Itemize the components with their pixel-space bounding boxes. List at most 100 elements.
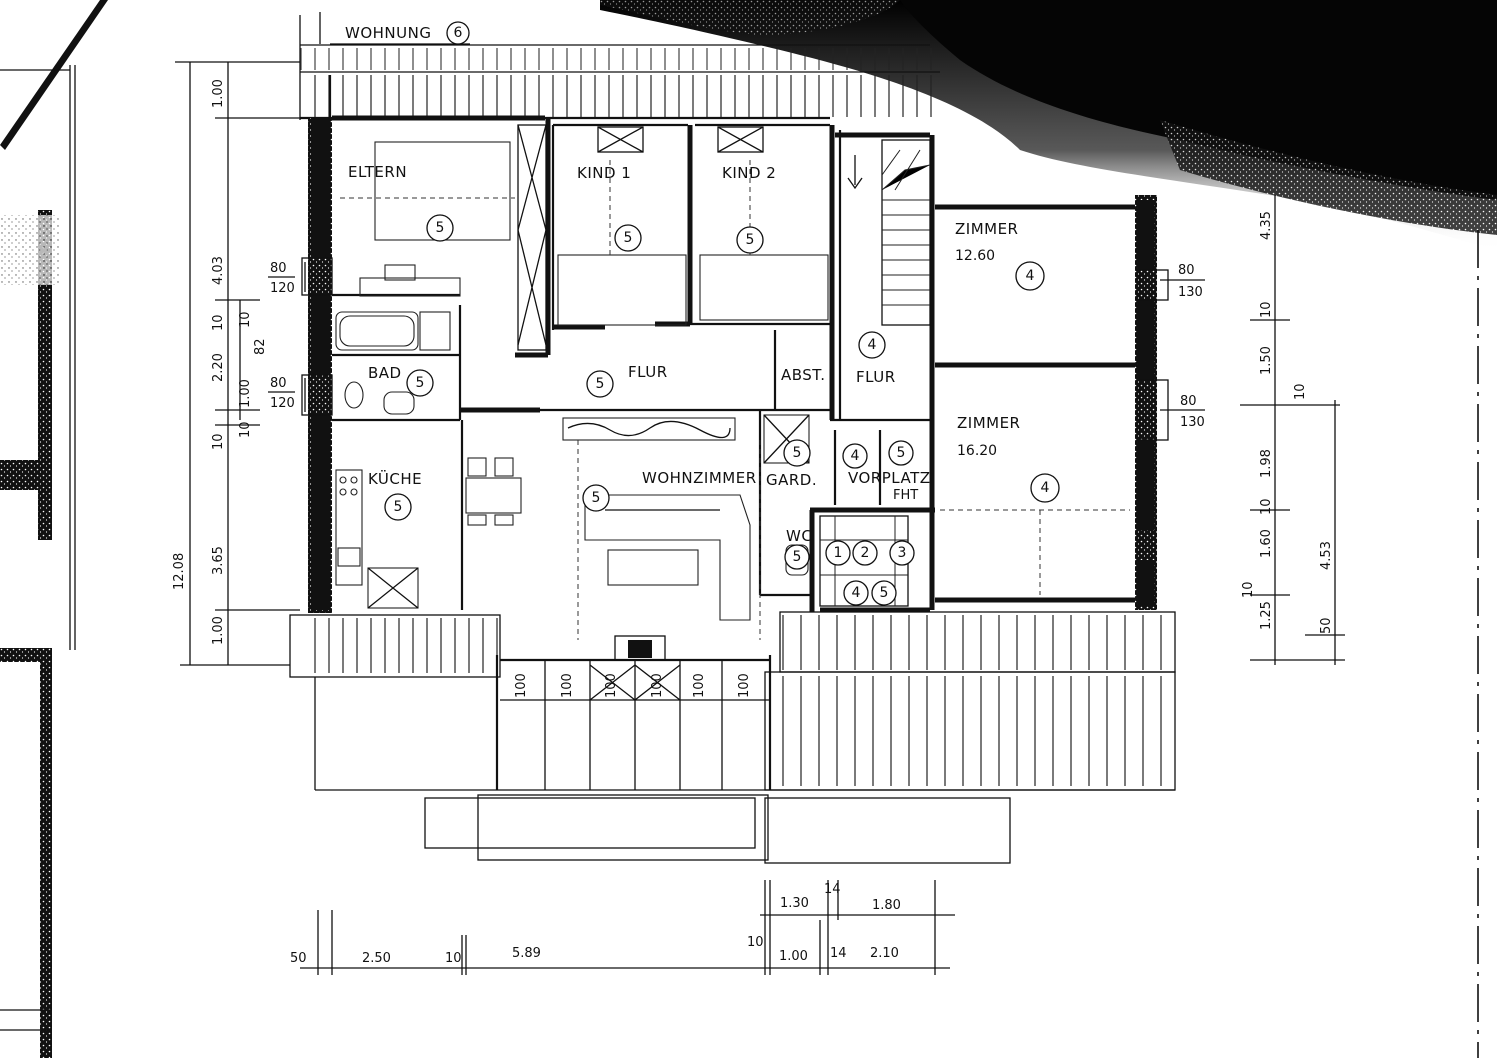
right-dim-8: 10 xyxy=(1241,581,1256,598)
left-dim-inner-1: 10 xyxy=(238,311,253,328)
room-zimmer2-area: 16.20 xyxy=(957,443,997,459)
room-wc-label: WC xyxy=(786,527,812,545)
room-wohnzimmer-badge: 5 xyxy=(592,490,601,506)
stair-badge-2: 2 xyxy=(861,545,870,561)
upper-stair xyxy=(847,139,931,326)
room-zimmer1-label: ZIMMER xyxy=(955,220,1018,238)
bottom-dim-5: 1.30 xyxy=(780,896,809,911)
room-flur-badge: 5 xyxy=(596,376,605,392)
left-dim-inner-3: 10 xyxy=(238,421,253,438)
right-window1-b: 130 xyxy=(1178,285,1203,300)
bottom-terrace: 100 100 100 100 100 100 xyxy=(289,611,1176,864)
room-zimmer2-label: ZIMMER xyxy=(957,414,1020,432)
right-dimensions: 4.35 10 1.50 10 1.98 10 1.60 10 1.25 4.5… xyxy=(1160,195,1345,665)
top-balcony xyxy=(299,15,940,120)
room-kueche-label: KÜCHE xyxy=(368,469,422,488)
bottom-dim-6: 14 xyxy=(824,882,841,897)
bottom-dim-1: 50 xyxy=(290,951,307,966)
left-dim-6: 10 xyxy=(211,433,226,450)
glazing-dim-1: 100 xyxy=(514,673,529,698)
room-zimmer1-area: 12.60 xyxy=(955,248,995,264)
bottom-dim-8: 10 xyxy=(747,935,764,950)
walls xyxy=(308,115,1157,613)
unit-number: 6 xyxy=(454,25,463,41)
glazing-dim-5: 100 xyxy=(692,673,707,698)
left-dim-inner-2: 82 xyxy=(253,338,268,355)
bottom-dim-2: 2.50 xyxy=(362,951,391,966)
left-dimensions: 12.08 1.00 4.03 2.20 10 1.00 10 3.65 1.0… xyxy=(172,61,300,666)
room-vorplatz-badge2: 4 xyxy=(851,448,860,464)
right-dim-3: 1.50 xyxy=(1259,346,1274,375)
left-dim-2: 4.03 xyxy=(211,256,226,285)
stair-badge-4: 4 xyxy=(852,585,861,601)
room-labels: ELTERN 5 KIND 1 5 KIND 2 5 BAD 5 FLUR 5 … xyxy=(348,163,1060,606)
left-dim-3: 2.20 xyxy=(211,353,226,382)
room-bad-badge: 5 xyxy=(416,375,425,391)
room-kind2-label: KIND 2 xyxy=(722,164,776,182)
left-neighbour xyxy=(0,0,108,1058)
wardrobes xyxy=(517,124,764,351)
bottom-dim-4: 5.89 xyxy=(512,946,541,961)
stair-badge-5: 5 xyxy=(880,585,889,601)
left-dim-5: 1.00 xyxy=(238,379,253,408)
room-wohnzimmer-label: WOHNZIMMER xyxy=(642,469,757,487)
right-window2-b: 130 xyxy=(1180,415,1205,430)
left-window2-a: 80 xyxy=(270,376,287,391)
room-vorplatz-label: VORPLATZ xyxy=(848,469,931,487)
room-kind1-label: KIND 1 xyxy=(577,164,631,182)
unit-title-text: WOHNUNG xyxy=(345,24,431,42)
stair-badge-3: 3 xyxy=(898,545,907,561)
left-window2-b: 120 xyxy=(270,396,295,411)
room-vorplatz-sublabel: FHT xyxy=(893,488,918,503)
stair-badge-1: 1 xyxy=(834,545,843,561)
room-flur-label: FLUR xyxy=(628,363,668,381)
glazing-dim-4: 100 xyxy=(650,673,665,698)
left-window1-a: 80 xyxy=(270,261,287,276)
furniture xyxy=(335,141,1130,640)
room-kueche-badge: 5 xyxy=(394,499,403,515)
bottom-dimensions: 50 2.50 10 5.89 1.30 14 1.80 10 1.00 14 … xyxy=(290,880,955,975)
right-window1-a: 80 xyxy=(1178,263,1195,278)
left-dim-8: 1.00 xyxy=(211,616,226,645)
left-dim-total: 12.08 xyxy=(172,553,187,590)
bottom-dim-9: 1.00 xyxy=(779,949,808,964)
right-dim-4: 10 xyxy=(1293,383,1308,400)
right-dim-inner-1: 4.53 xyxy=(1319,541,1334,570)
left-dim-7: 3.65 xyxy=(211,546,226,575)
right-dim-2: 10 xyxy=(1259,301,1274,318)
glazing-dim-2: 100 xyxy=(560,673,575,698)
left-dim-4: 10 xyxy=(211,314,226,331)
right-dim-5: 1.98 xyxy=(1259,449,1274,478)
room-bad-label: BAD xyxy=(368,364,402,382)
left-dim-1: 1.00 xyxy=(211,79,226,108)
bottom-dim-10: 14 xyxy=(830,946,847,961)
glazing-dim-3: 100 xyxy=(604,673,619,698)
room-eltern-label: ELTERN xyxy=(348,163,407,181)
left-window1-b: 120 xyxy=(270,281,295,296)
room-vorplatz-badge: 5 xyxy=(897,445,906,461)
bottom-dim-7: 1.80 xyxy=(872,898,901,913)
room-gard-badge: 5 xyxy=(793,445,802,461)
room-flur2-label: FLUR xyxy=(856,368,896,386)
right-dim-9: 1.25 xyxy=(1259,601,1274,630)
room-gard-label: GARD. xyxy=(766,471,817,489)
glazing-dim-6: 100 xyxy=(737,673,752,698)
room-flur2-badge: 4 xyxy=(868,337,877,353)
right-dim-6: 10 xyxy=(1259,498,1274,515)
room-kind1-badge: 5 xyxy=(624,230,633,246)
right-dim-inner-2: 50 xyxy=(1319,617,1334,634)
right-dim-1: 4.35 xyxy=(1259,211,1274,240)
room-zimmer2-badge: 4 xyxy=(1041,480,1050,496)
bottom-dim-3: 10 xyxy=(445,951,462,966)
room-wc-badge: 5 xyxy=(793,549,802,565)
room-eltern-badge: 5 xyxy=(436,220,445,236)
bottom-dim-11: 2.10 xyxy=(870,946,899,961)
room-kind2-badge: 5 xyxy=(746,232,755,248)
room-zimmer1-badge: 4 xyxy=(1026,268,1035,284)
unit-title: WOHNUNG 6 xyxy=(319,12,470,45)
room-abst-label: ABST. xyxy=(781,366,825,384)
right-dim-7: 1.60 xyxy=(1259,529,1274,558)
scan-shadow xyxy=(600,0,1497,250)
right-window2-a: 80 xyxy=(1180,394,1197,409)
